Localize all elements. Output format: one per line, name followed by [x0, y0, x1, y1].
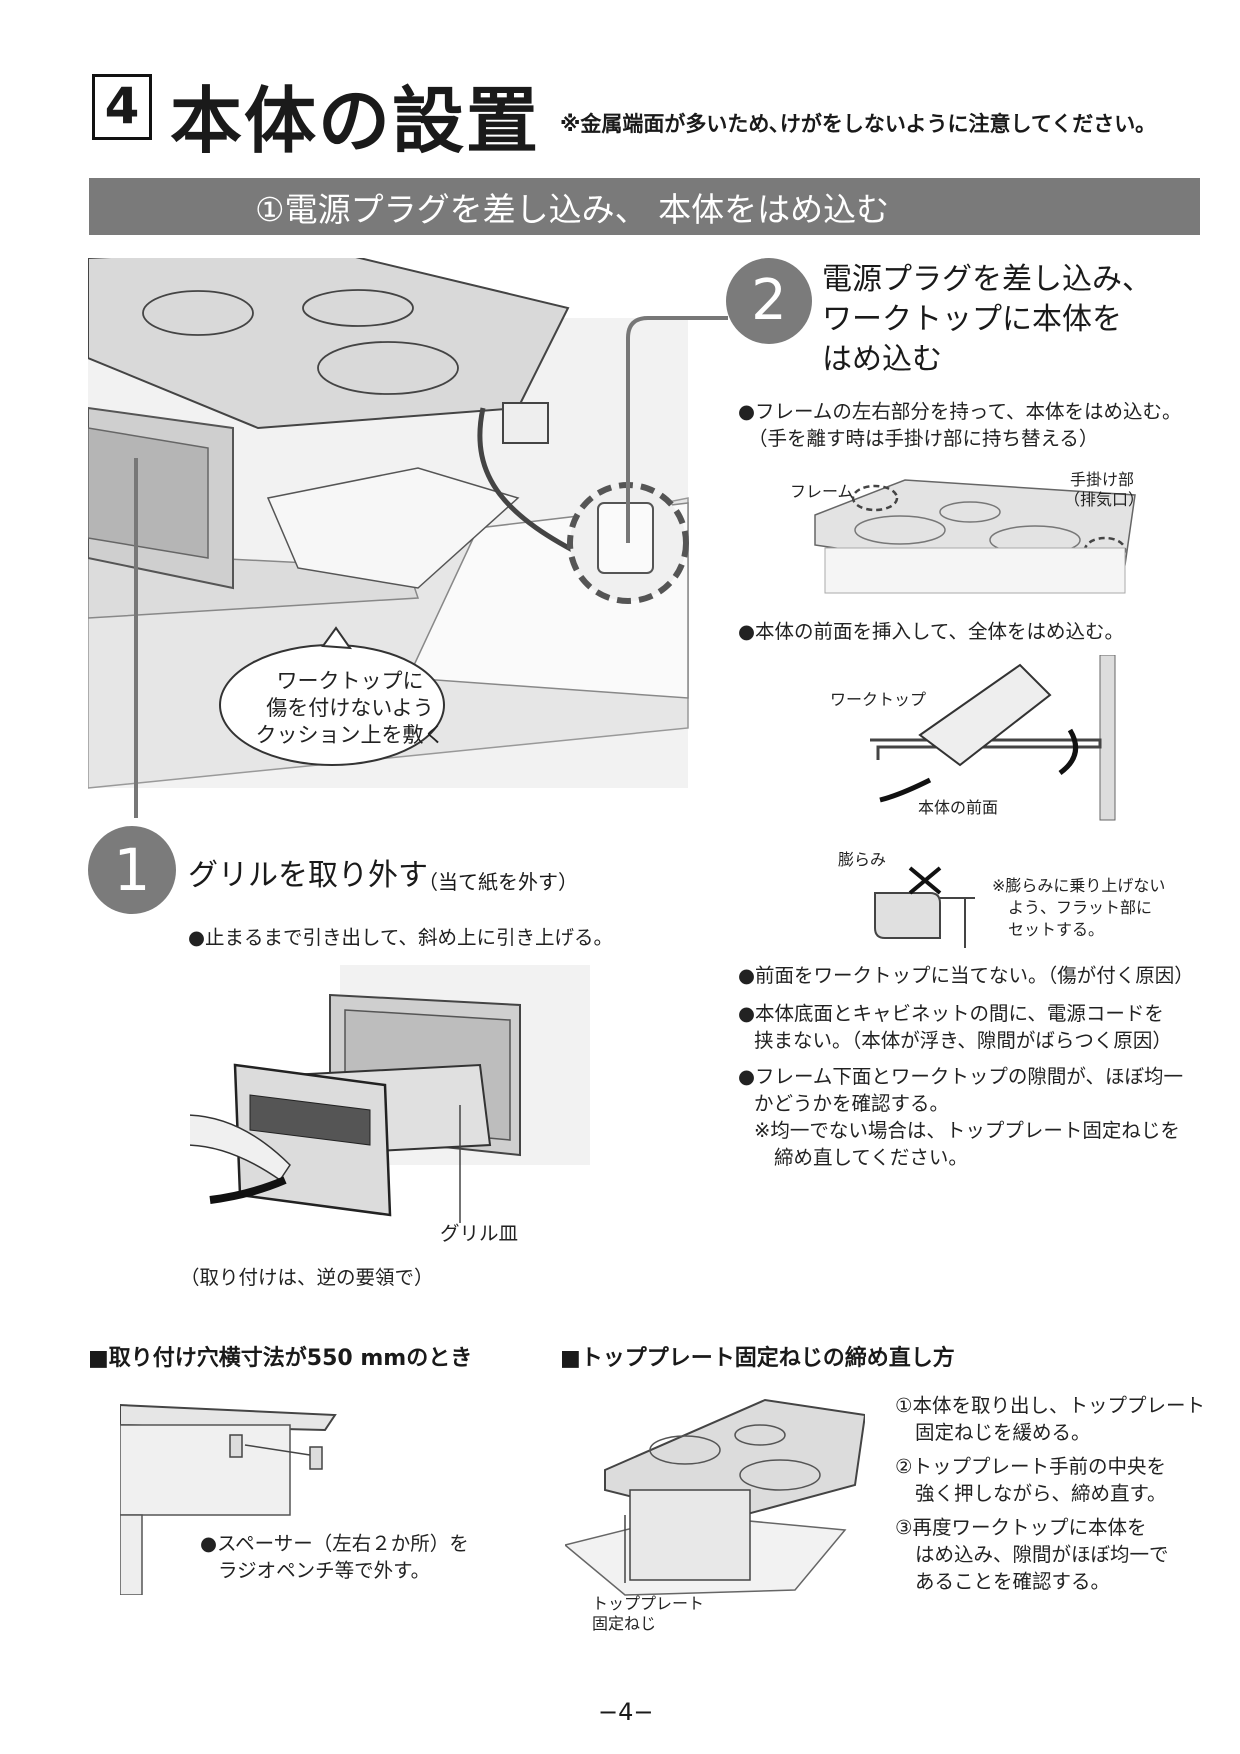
bulge-diagram — [874, 866, 975, 948]
bulge-note-line-2: よう、フラット部に — [1008, 898, 1153, 917]
step-2-title-line-1: 電源プラグを差し込み、 — [822, 262, 1152, 297]
bulge-note-line-3: セットする。 — [1008, 920, 1105, 939]
caution-note: ※金属端面が多いため､けがをしないように注意してください｡ — [560, 112, 1146, 136]
step-2-title-line-2: ワークトップに本体を — [822, 302, 1122, 337]
step-band-label: ①電源プラグを差し込み、 本体をはめ込む — [255, 190, 890, 229]
step-2-bullet-5-line-2: かどうかを確認する。 — [754, 1092, 950, 1115]
step-1-title: グリルを取り外す — [188, 858, 428, 893]
retighten-heading: ■トッププレート固定ねじの締め直し方 — [560, 1346, 955, 1371]
label-bulge: 膨らみ — [838, 850, 887, 869]
step-band — [89, 178, 1200, 235]
retighten-step-1-line-1: ①本体を取り出し、トッププレート — [895, 1394, 1205, 1417]
step-2-bullet-5-line-4: 締め直してください。 — [774, 1146, 968, 1169]
insertion-diagram — [870, 655, 1116, 821]
label-handhold-note: （排気口） — [1064, 490, 1145, 509]
label-frame: フレーム — [790, 482, 854, 501]
page-number: −4− — [598, 1698, 654, 1726]
callout-line-1: ワークトップに — [276, 669, 424, 693]
section-number: 4 — [92, 74, 152, 140]
callout-line-2: 傷を付けないよう — [266, 696, 434, 720]
retighten-step-3-line-3: あることを確認する。 — [915, 1570, 1111, 1593]
spacer-text-line-1: ●スペーサー（左右２か所）を — [200, 1532, 469, 1555]
step-2-title-line-3: はめ込む — [822, 342, 942, 377]
step-2-bullet-2: ●本体の前面を挿入して、全体をはめ込む。 — [738, 620, 1124, 643]
step-2-bullet-4-line-2: 挟まない。（本体が浮き、隙間がばらつく原因） — [754, 1029, 1172, 1052]
step-1-bullet: ●止まるまで引き出して、斜め上に引き上げる。 — [188, 926, 613, 949]
label-grill-tray: グリル皿 — [440, 1222, 519, 1245]
step-2-bullet-1-line-2: （手を離す時は手掛け部に持ち替える） — [748, 427, 1099, 450]
retighten-step-2-line-1: ②トッププレート手前の中央を — [895, 1455, 1166, 1478]
top-plate-screw-illustration — [565, 1398, 865, 1596]
reinstall-note: （取り付けは、逆の要領で） — [180, 1266, 434, 1289]
step-1-title-note: （当て紙を外す） — [418, 870, 578, 894]
main-installation-illustration — [88, 258, 728, 818]
retighten-step-2-line-2: 強く押しながら、締め直す。 — [915, 1482, 1167, 1505]
label-front: 本体の前面 — [918, 798, 999, 817]
frame-handhold-diagram — [814, 479, 1136, 594]
step-2-circle: 2 — [726, 258, 812, 344]
retighten-step-1-line-2: 固定ねじを緩める。 — [915, 1421, 1091, 1444]
step-2-bullet-5-line-3: ※均一でない場合は、トッププレート固定ねじを — [754, 1119, 1180, 1142]
spacer-illustration — [120, 1403, 337, 1595]
spacer-text-line-2: ラジオペンチ等で外す。 — [218, 1559, 431, 1582]
spacer-heading: ■取り付け穴横寸法が550 mmのとき — [88, 1346, 473, 1371]
screw-label-line-2: 固定ねじ — [592, 1614, 657, 1633]
retighten-step-3-line-1: ③再度ワークトップに本体を — [895, 1516, 1147, 1539]
grill-removal-illustration — [190, 965, 590, 1223]
step-2-bullet-3: ●前面をワークトップに当てない。（傷が付く原因） — [738, 964, 1194, 987]
step-2-bullet-4-line-1: ●本体底面とキャビネットの間に、電源コードを — [738, 1002, 1164, 1025]
callout-line-3: クッション上を敷く — [255, 723, 445, 747]
step-2-bullet-5-line-1: ●フレーム下面とワークトップの隙間が、ほぼ均一 — [738, 1065, 1184, 1088]
retighten-step-3-line-2: はめ込み、隙間がほぼ均一で — [915, 1543, 1169, 1566]
screw-label-line-1: トッププレート — [592, 1594, 705, 1613]
label-handhold: 手掛け部 — [1070, 470, 1135, 489]
section-title: 本体の設置 — [170, 79, 541, 163]
step-1-circle: 1 — [88, 826, 176, 914]
bulge-note-line-1: ※膨らみに乗り上げない — [992, 876, 1166, 895]
step-2-bullet-1-line-1: ●フレームの左右部分を持って、本体をはめ込む。 — [738, 400, 1182, 423]
label-worktop: ワークトップ — [830, 690, 927, 709]
